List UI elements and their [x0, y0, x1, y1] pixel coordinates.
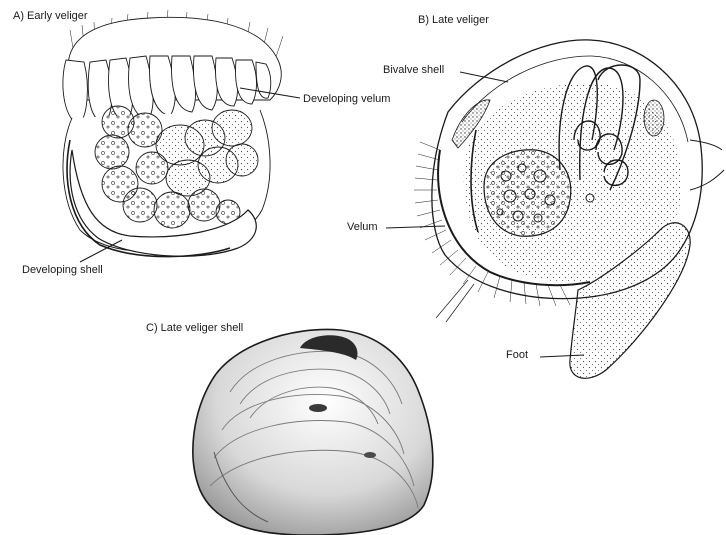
developing-shell-label: Developing shell: [22, 264, 103, 277]
developing-velum-label: Developing velum: [303, 93, 390, 106]
digestive-gland: [484, 150, 571, 236]
bivalve-shell-label: Bivalve shell: [383, 64, 444, 77]
late-veliger-drawing: [386, 40, 724, 378]
foot-label: Foot: [506, 349, 528, 362]
early-veliger-title: A) Early veliger: [13, 10, 88, 23]
veliger-shell-drawing: [193, 329, 433, 535]
late-veliger-shell-title: C) Late veliger shell: [146, 322, 243, 335]
late-veliger-title: B) Late veliger: [418, 14, 489, 27]
velum-label: Velum: [347, 221, 378, 234]
shell-valve: [193, 329, 433, 535]
early-veliger-drawing: [63, 10, 300, 262]
